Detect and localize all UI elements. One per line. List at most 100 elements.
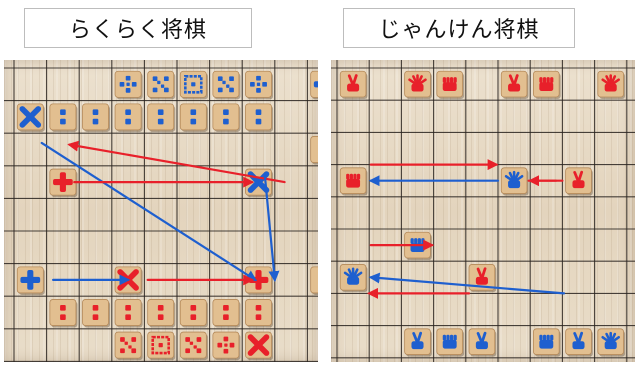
left-move-arrows xyxy=(40,140,286,286)
diagonal-dots-icon xyxy=(120,337,137,354)
left-piece-red[interactable] xyxy=(245,331,274,361)
two-dots-icon xyxy=(255,304,262,321)
two-dots-icon xyxy=(255,109,262,125)
two-dots-icon xyxy=(190,304,197,321)
fist-hand-icon xyxy=(442,77,457,92)
plus-icon xyxy=(53,172,73,192)
left-piece-red[interactable] xyxy=(245,299,274,328)
left-piece-red[interactable] xyxy=(147,331,176,361)
paper-hand-icon xyxy=(601,74,620,92)
flower-dot-icon xyxy=(119,75,137,93)
scissors-hand-icon xyxy=(411,331,424,350)
two-dots-icon xyxy=(157,109,164,125)
right-piece-blue[interactable] xyxy=(533,328,561,357)
right-piece-red[interactable] xyxy=(436,70,465,99)
left-piece-blue[interactable] xyxy=(147,103,176,132)
x-icon xyxy=(19,106,42,128)
left-piece-blue[interactable] xyxy=(147,70,176,100)
left-board-svg xyxy=(4,60,318,362)
left-piece-blue[interactable] xyxy=(114,103,143,132)
scissors-hand-icon xyxy=(475,331,488,350)
left-piece-blue[interactable] xyxy=(16,266,45,295)
two-dots-icon xyxy=(125,109,131,125)
diagonal-dots-icon xyxy=(217,76,234,93)
right-piece-blue[interactable] xyxy=(500,167,529,196)
rakuraku-shogi-board xyxy=(4,60,318,362)
paper-hand-icon xyxy=(601,331,620,350)
left-piece-blue[interactable] xyxy=(179,103,208,132)
two-dots-icon xyxy=(190,109,197,125)
right-piece-blue[interactable] xyxy=(339,264,368,293)
plus-icon xyxy=(313,81,318,88)
right-piece-red[interactable] xyxy=(533,70,561,99)
left-piece-red[interactable] xyxy=(49,168,78,198)
left-piece-red[interactable] xyxy=(212,331,241,361)
paper-hand-icon xyxy=(504,170,524,189)
scissors-hand-icon xyxy=(572,331,585,350)
left-piece-red[interactable] xyxy=(179,299,208,328)
fist-hand-icon xyxy=(442,334,457,349)
title-rakuraku-shogi-text: らくらく将棋 xyxy=(68,18,207,43)
two-dots-icon xyxy=(223,304,229,321)
title-rakuraku-shogi: らくらく将棋 xyxy=(24,8,252,48)
left-piece-blue[interactable] xyxy=(212,70,241,100)
right-piece-red[interactable] xyxy=(339,70,368,99)
fist-hand-icon xyxy=(346,173,361,188)
left-piece-red[interactable] xyxy=(212,299,241,328)
right-piece-blue[interactable] xyxy=(404,328,432,357)
two-dots-icon xyxy=(92,109,99,125)
two-dots-icon xyxy=(60,304,66,321)
right-board-svg xyxy=(331,60,635,362)
plus-icon xyxy=(20,270,41,290)
left-piece-blue[interactable] xyxy=(114,70,143,100)
right-piece-red[interactable] xyxy=(597,70,626,99)
left-piece-blue[interactable] xyxy=(82,103,111,132)
flower-dot-icon xyxy=(250,75,267,93)
left-piece-red[interactable] xyxy=(82,299,111,328)
right-move-arrows xyxy=(367,159,566,299)
ring-dots-icon xyxy=(151,335,170,355)
right-board-grid xyxy=(331,60,635,362)
two-dots-icon xyxy=(157,304,164,321)
right-piece-blue[interactable] xyxy=(468,328,497,357)
two-dots-icon xyxy=(223,109,229,125)
paper-hand-icon xyxy=(408,74,427,92)
left-piece-blue[interactable] xyxy=(179,70,208,100)
flower-dot-icon xyxy=(217,336,235,354)
left-piece-blue[interactable] xyxy=(16,103,45,132)
right-move-arrow-blue xyxy=(368,272,566,295)
fist-hand-icon xyxy=(539,77,554,92)
right-piece-red[interactable] xyxy=(404,70,432,99)
left-piece-red[interactable] xyxy=(179,331,208,361)
fist-hand-icon xyxy=(539,334,554,349)
left-board-grid xyxy=(4,60,318,362)
janken-shogi-board xyxy=(331,60,635,362)
left-piece-blue[interactable] xyxy=(310,136,318,165)
left-piece-red[interactable] xyxy=(114,299,143,328)
right-piece-red[interactable] xyxy=(339,167,368,196)
scissors-hand-icon xyxy=(347,74,360,92)
diagonal-dots-icon xyxy=(185,337,202,354)
right-piece-red[interactable] xyxy=(565,167,593,196)
right-piece-red[interactable] xyxy=(500,70,529,99)
scissors-hand-icon xyxy=(475,267,488,285)
left-piece-red[interactable] xyxy=(114,331,143,361)
diagonal-dots-icon xyxy=(152,76,169,93)
right-piece-blue[interactable] xyxy=(565,328,593,357)
title-janken-shogi: じゃんけん将棋 xyxy=(343,8,575,48)
left-piece-blue[interactable] xyxy=(310,70,318,100)
x-icon xyxy=(247,334,270,356)
left-move-arrow-red xyxy=(67,140,286,184)
paper-hand-icon xyxy=(343,267,363,285)
left-move-arrow-blue xyxy=(40,141,258,282)
right-piece-blue[interactable] xyxy=(436,328,465,357)
left-piece-blue[interactable] xyxy=(49,103,78,132)
left-piece-blue[interactable] xyxy=(245,70,274,100)
two-dots-icon xyxy=(60,109,66,125)
left-piece-red[interactable] xyxy=(147,299,176,328)
left-piece-blue[interactable] xyxy=(212,103,241,132)
left-piece-red[interactable] xyxy=(49,299,78,328)
right-piece-blue[interactable] xyxy=(597,328,626,357)
left-piece-red[interactable] xyxy=(310,266,318,295)
left-piece-blue[interactable] xyxy=(245,103,274,132)
